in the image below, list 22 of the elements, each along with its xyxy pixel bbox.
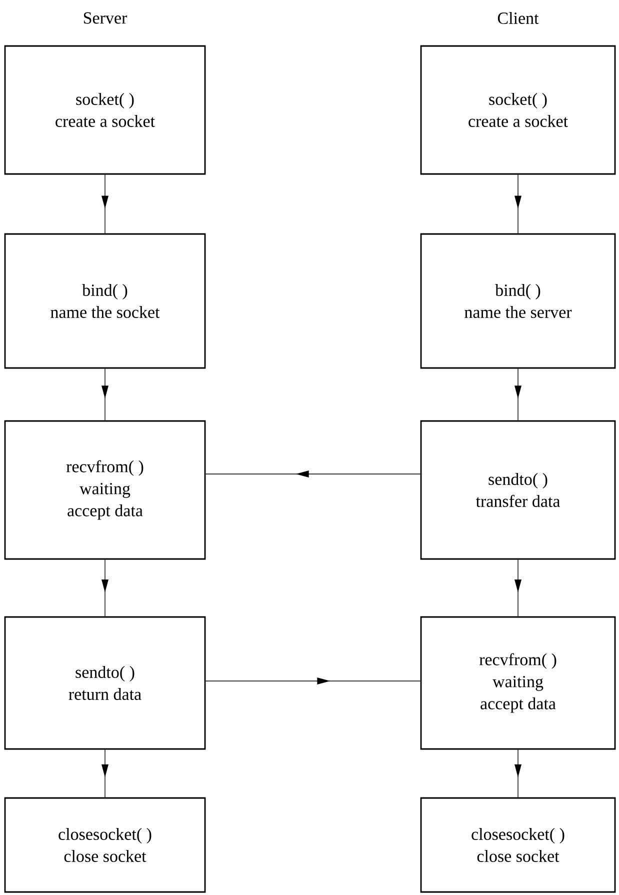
arrow <box>205 678 421 684</box>
process-box: bind( ) name the socket <box>4 233 206 369</box>
arrow <box>514 559 522 617</box>
arrow <box>102 749 108 798</box>
process-box: recvfrom( ) waiting accept data <box>420 616 616 750</box>
arrow <box>514 368 522 421</box>
arrow <box>514 749 522 798</box>
arrow <box>102 559 108 617</box>
process-box: bind( ) name the server <box>420 233 616 369</box>
arrow <box>514 174 522 234</box>
arrow <box>102 368 108 421</box>
process-box: recvfrom( ) waiting accept data <box>4 420 206 560</box>
process-box: closesocket( ) close socket <box>4 797 206 893</box>
arrow <box>205 470 421 478</box>
process-box: socket( ) create a socket <box>420 45 616 175</box>
process-box: sendto( ) transfer data <box>420 420 616 560</box>
arrow <box>102 174 108 234</box>
process-box: closesocket( ) close socket <box>420 797 616 893</box>
process-box: socket( ) create a socket <box>4 45 206 175</box>
column-heading: Server <box>84 12 128 24</box>
process-box: sendto( ) return data <box>4 616 206 750</box>
column-heading: Client <box>498 12 539 24</box>
